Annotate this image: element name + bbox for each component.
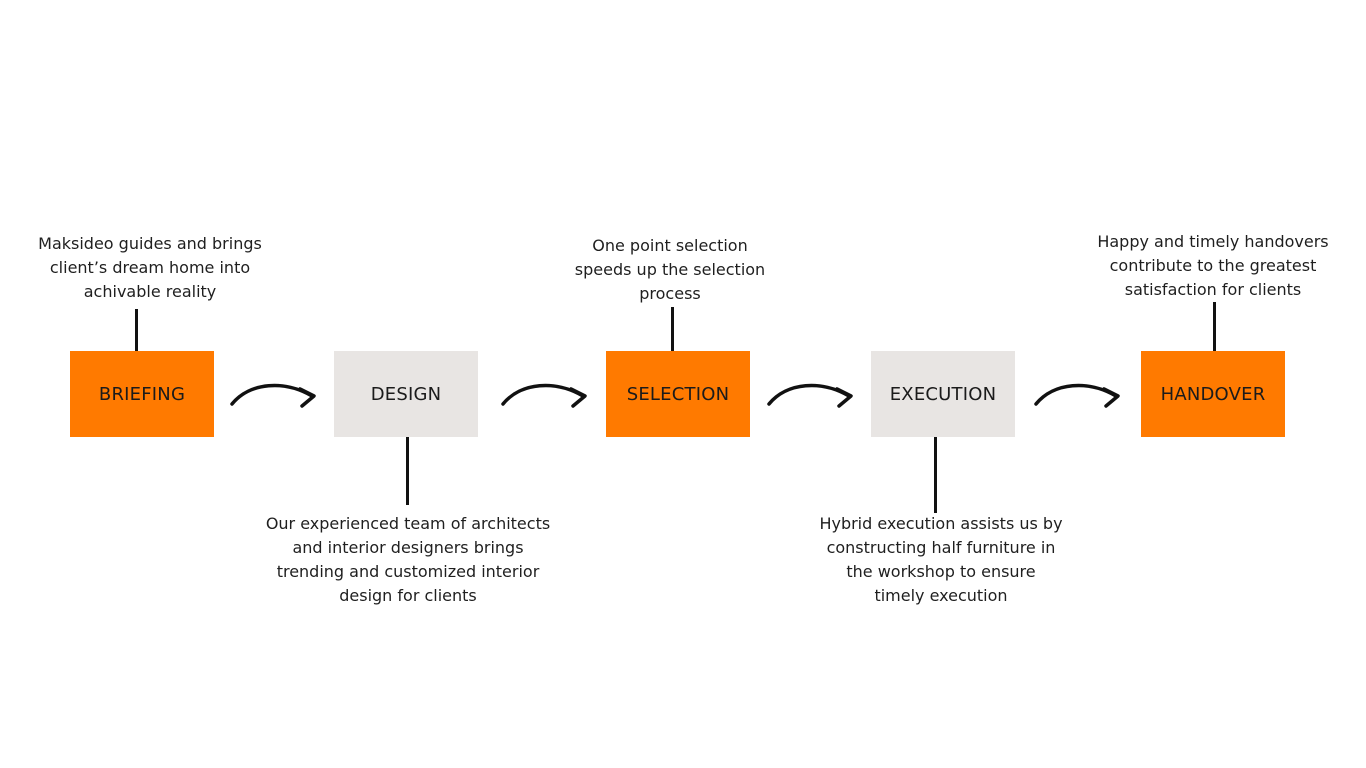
design-connector — [406, 437, 409, 505]
curved-arrow-right-icon — [1034, 383, 1120, 408]
curved-arrow-right-icon — [230, 383, 316, 408]
handover-connector — [1213, 302, 1216, 352]
step-design-label: DESIGN — [370, 383, 442, 405]
step-briefing: BRIEFING — [70, 351, 214, 437]
step-handover-label: HANDOVER — [1160, 383, 1266, 405]
step-design: DESIGN — [334, 351, 478, 437]
step-selection: SELECTION — [606, 351, 750, 437]
briefing-description: Maksideo guides and brings client’s drea… — [38, 234, 262, 301]
design-description: Our experienced team of architects and i… — [265, 514, 551, 605]
execution-connector — [934, 437, 937, 513]
selection-connector — [671, 307, 674, 352]
execution-description: Hybrid execution assists us by construct… — [819, 514, 1063, 605]
step-selection-label: SELECTION — [626, 383, 730, 405]
handover-description: Happy and timely handovers contribute to… — [1097, 232, 1329, 299]
step-execution-label: EXECUTION — [889, 383, 997, 405]
step-execution: EXECUTION — [871, 351, 1015, 437]
step-handover: HANDOVER — [1141, 351, 1285, 437]
step-briefing-label: BRIEFING — [98, 383, 186, 405]
selection-description: One point selection speeds up the select… — [574, 236, 766, 303]
curved-arrow-right-icon — [767, 383, 853, 408]
curved-arrow-right-icon — [501, 383, 587, 408]
briefing-connector — [135, 309, 138, 352]
